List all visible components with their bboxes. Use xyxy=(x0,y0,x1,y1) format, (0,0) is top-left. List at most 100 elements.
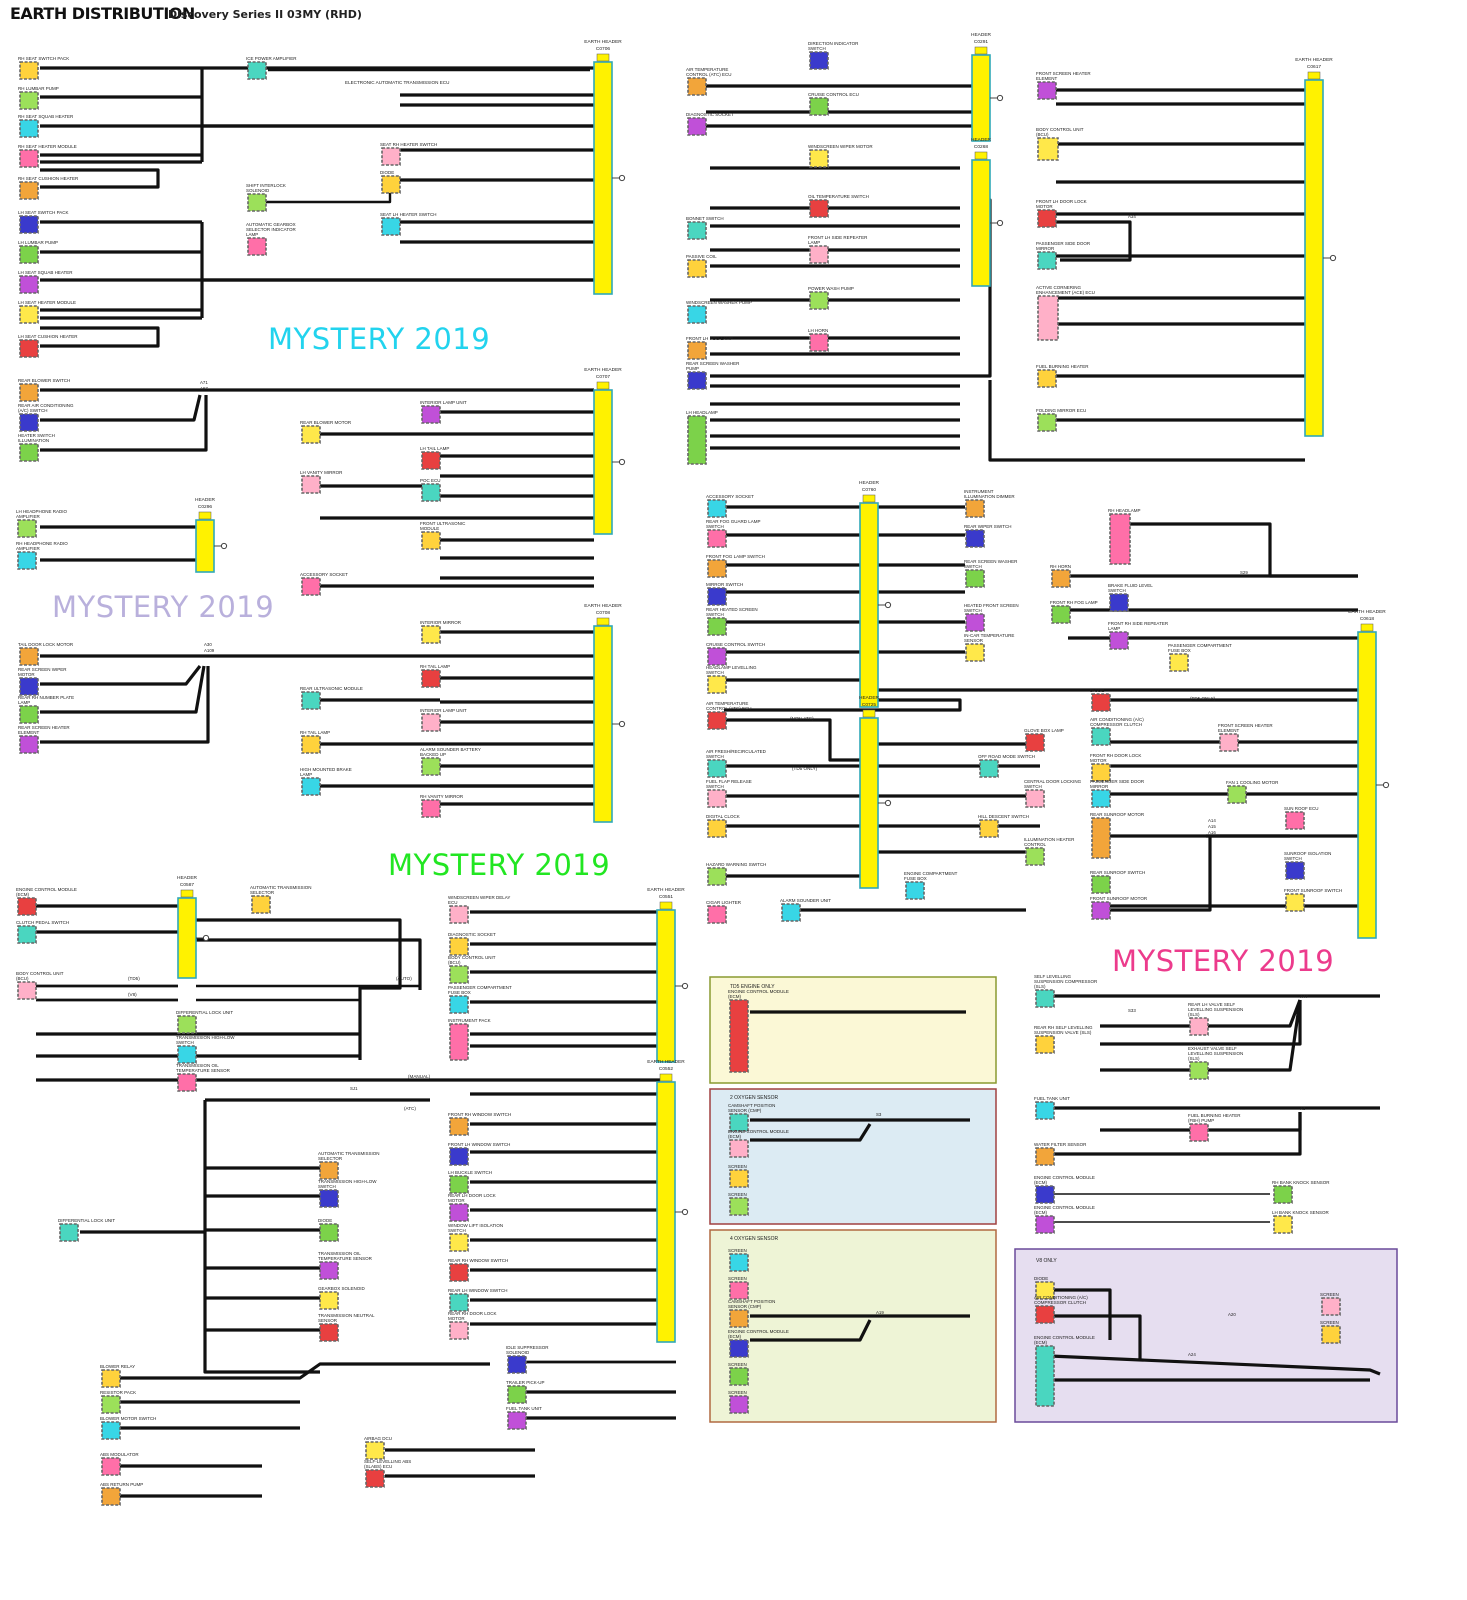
component-label: RH LUMBAR PUMP xyxy=(18,86,59,91)
component-box xyxy=(707,867,727,886)
panel-title: TD5 ENGINE ONLY xyxy=(730,984,775,990)
component-box xyxy=(17,551,37,570)
component-label: CENTRAL DOOR LOCKING xyxy=(1024,779,1082,784)
panel-2-oxygen xyxy=(709,1088,997,1225)
component-label: (ECM) xyxy=(728,1334,741,1339)
component-label: SWITCH xyxy=(318,1184,336,1189)
component-label: ALARM SOUNDER UNIT xyxy=(780,898,831,903)
splice-label: A24 xyxy=(1188,1352,1196,1357)
component-box xyxy=(19,705,39,724)
component-label: REAR SUNROOF SWITCH xyxy=(1090,870,1145,875)
component-box xyxy=(687,371,707,390)
wire xyxy=(750,1319,872,1342)
component-label: CRUISE CONTROL SWITCH xyxy=(706,642,765,647)
component-label: LH BUCKLE SWITCH xyxy=(448,1170,492,1175)
component-label: BLOWER RELAY xyxy=(100,1364,135,1369)
component-label: INSTRUMENT xyxy=(964,489,994,494)
component-label: CAMSHAFT POSITION xyxy=(728,1103,775,1108)
component-box xyxy=(301,777,321,796)
header-label: EARTH HEADER xyxy=(647,1059,685,1065)
component-label: SWITCH xyxy=(448,1228,466,1233)
panel-title: V8 ONLY xyxy=(1036,1258,1057,1264)
component-box xyxy=(1037,413,1057,432)
component-box xyxy=(19,275,39,294)
component-label: ENGINE CONTROL MODULE xyxy=(1034,1205,1095,1210)
header-label: C0296 xyxy=(198,504,212,510)
component-label: FUSE BOX xyxy=(904,876,927,881)
component-box xyxy=(1285,893,1305,912)
wire xyxy=(1100,836,1212,912)
header-layer xyxy=(177,46,1390,1343)
splice-label: SJ1 xyxy=(350,1086,358,1091)
component-box xyxy=(1227,785,1247,804)
component-box xyxy=(101,1369,121,1388)
component-box xyxy=(1091,817,1111,859)
header-tag xyxy=(1307,71,1321,80)
component-box xyxy=(687,259,707,278)
component-box xyxy=(729,1197,749,1216)
component-box xyxy=(101,1487,121,1506)
component-box xyxy=(177,1045,197,1064)
component-box xyxy=(17,925,37,944)
component-label: IN-CAR TEMPERATURE xyxy=(964,633,1014,638)
splice-label: S3 xyxy=(876,1112,882,1117)
wire xyxy=(40,168,160,189)
component-label: SCREEN xyxy=(1320,1292,1339,1297)
ground-terminal xyxy=(202,934,210,942)
component-label: FUEL BURNING HEATER xyxy=(1036,364,1089,369)
component-label: RH HEADPHONE RADIO xyxy=(16,541,68,546)
component-label: LH SEAT CUSHION HEATER xyxy=(18,334,78,339)
panel-title: 2 OXYGEN SENSOR xyxy=(730,1095,778,1101)
header-label: C0708 xyxy=(596,610,610,616)
component-label: REAR AIR CONDITIONING xyxy=(18,403,74,408)
component-box xyxy=(19,149,39,168)
component-label: TRANSMISSION HIGH-LOW xyxy=(176,1035,235,1040)
component-label: CONTROL (ATC) ECU xyxy=(706,706,752,711)
component-box xyxy=(809,245,829,264)
component-box xyxy=(19,383,39,402)
component-label: SWITCH xyxy=(1024,784,1042,789)
component-box xyxy=(707,789,727,808)
component-label: REAR RH SELF LEVELLING xyxy=(1034,1025,1093,1030)
component-label: FRONT RH SIDE REPEATER xyxy=(1108,621,1169,626)
component-label: RH SEAT SWITCH PACK xyxy=(18,56,69,61)
component-label: SWITCH xyxy=(706,754,724,759)
component-box xyxy=(1037,295,1059,341)
component-label: COMPRESSOR CLUTCH xyxy=(1090,722,1142,727)
component-box xyxy=(247,237,267,256)
component-box xyxy=(19,647,39,666)
component-label: TEMPERATURE SENSOR xyxy=(176,1068,231,1073)
header-tag xyxy=(659,1073,673,1082)
splice-label: A30 xyxy=(204,642,212,647)
component-label: RESISTOR PACK xyxy=(100,1390,136,1395)
component-label: RH SEAT HEATER MODULE xyxy=(18,144,77,149)
earth-header xyxy=(971,54,991,142)
component-box xyxy=(1189,1017,1209,1036)
earth-header xyxy=(859,502,879,708)
component-label: OIL TEMPERATURE SWITCH xyxy=(808,194,869,199)
component-label: LEVELLING SUSPENSION xyxy=(1188,1051,1243,1056)
component-box xyxy=(449,937,469,956)
component-box xyxy=(449,965,469,984)
panel-4-oxygen xyxy=(709,1229,997,1423)
earth-header xyxy=(593,389,613,535)
component-box xyxy=(365,1469,385,1488)
component-box xyxy=(59,1223,79,1242)
component-box xyxy=(319,1291,339,1310)
component-label: FRONT LH WINDOW SWITCH xyxy=(448,1142,510,1147)
splice-label: A16 xyxy=(1208,830,1216,835)
component-box xyxy=(687,305,707,324)
note-label: (NON-ATC) xyxy=(790,716,814,721)
component-label: TRAILER PICK-UP xyxy=(506,1380,545,1385)
watermark-4: MYSTERY 2019 xyxy=(1112,944,1335,978)
component-label: HIGH MOUNTED BRAKE xyxy=(300,767,352,772)
component-label: FUSE BOX xyxy=(448,990,471,995)
component-box xyxy=(1037,369,1057,388)
component-label: REAR HEATED SCREEN xyxy=(706,607,758,612)
component-box xyxy=(729,999,749,1073)
component-label: SHIFT INTERLOCK xyxy=(246,183,286,188)
component-box xyxy=(421,713,441,732)
component-label: MOTOR xyxy=(18,672,35,677)
component-label: SELECTOR xyxy=(318,1156,343,1161)
component-label: POWER WASH PUMP xyxy=(808,286,854,291)
